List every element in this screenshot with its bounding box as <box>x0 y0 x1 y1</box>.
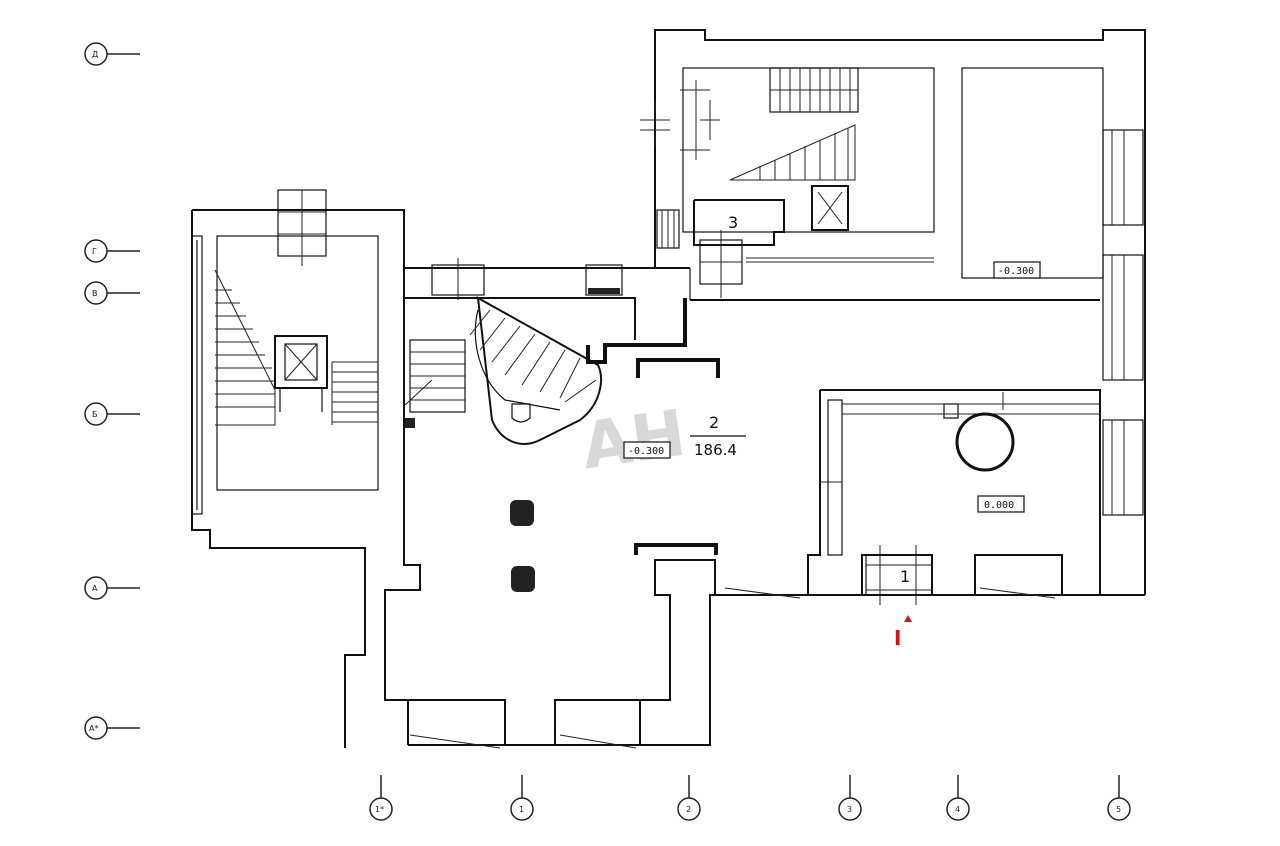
upper-stair-block: 3 <box>640 67 1100 301</box>
svg-text:-0.300: -0.300 <box>998 266 1034 277</box>
axis-row-g: Г <box>92 247 97 256</box>
axis-col-1-star: 1* <box>375 805 384 814</box>
row-axes: Д Г В Б А А* <box>84 42 140 740</box>
axis-col-1: 1 <box>519 805 524 814</box>
room-2-area: 186.4 <box>694 441 737 459</box>
left-stair-block <box>191 29 1146 748</box>
axis-row-a-star: А* <box>89 724 98 733</box>
axis-col-3: 3 <box>847 805 852 814</box>
room-2-hall <box>384 258 720 749</box>
section-mark: I <box>894 626 901 650</box>
watermark-logo: АН <box>577 397 689 485</box>
axis-col-2: 2 <box>686 805 691 814</box>
axis-col-5: 5 <box>1116 805 1121 814</box>
level-mark-hall: -0.300 <box>623 441 671 459</box>
stair-treads-left <box>215 289 275 408</box>
column-axes: 1* 1 2 3 4 5 <box>369 775 1131 821</box>
right-rooms: 1 <box>710 67 1145 605</box>
axis-row-d: Д <box>92 50 98 59</box>
column-1 <box>510 500 534 526</box>
room-2-number: 2 <box>709 413 719 432</box>
svg-text:-0.300: -0.300 <box>628 446 664 457</box>
axis-col-4: 4 <box>955 805 960 814</box>
upper-stair-treads <box>770 68 858 112</box>
level-mark-upper: -0.300 <box>993 261 1041 279</box>
room-1-number: 1 <box>900 567 910 586</box>
axis-row-v: В <box>92 289 98 298</box>
column-2 <box>511 566 535 592</box>
round-tank <box>955 412 1015 472</box>
axis-row-a: А <box>92 584 98 593</box>
room-3-number: 3 <box>728 213 738 232</box>
spiral-stair <box>404 296 602 445</box>
level-mark-right: 0.000 <box>977 495 1025 513</box>
stair-treads-right <box>331 361 378 425</box>
axis-row-b: Б <box>92 410 98 419</box>
svg-text:0.000: 0.000 <box>984 500 1014 511</box>
